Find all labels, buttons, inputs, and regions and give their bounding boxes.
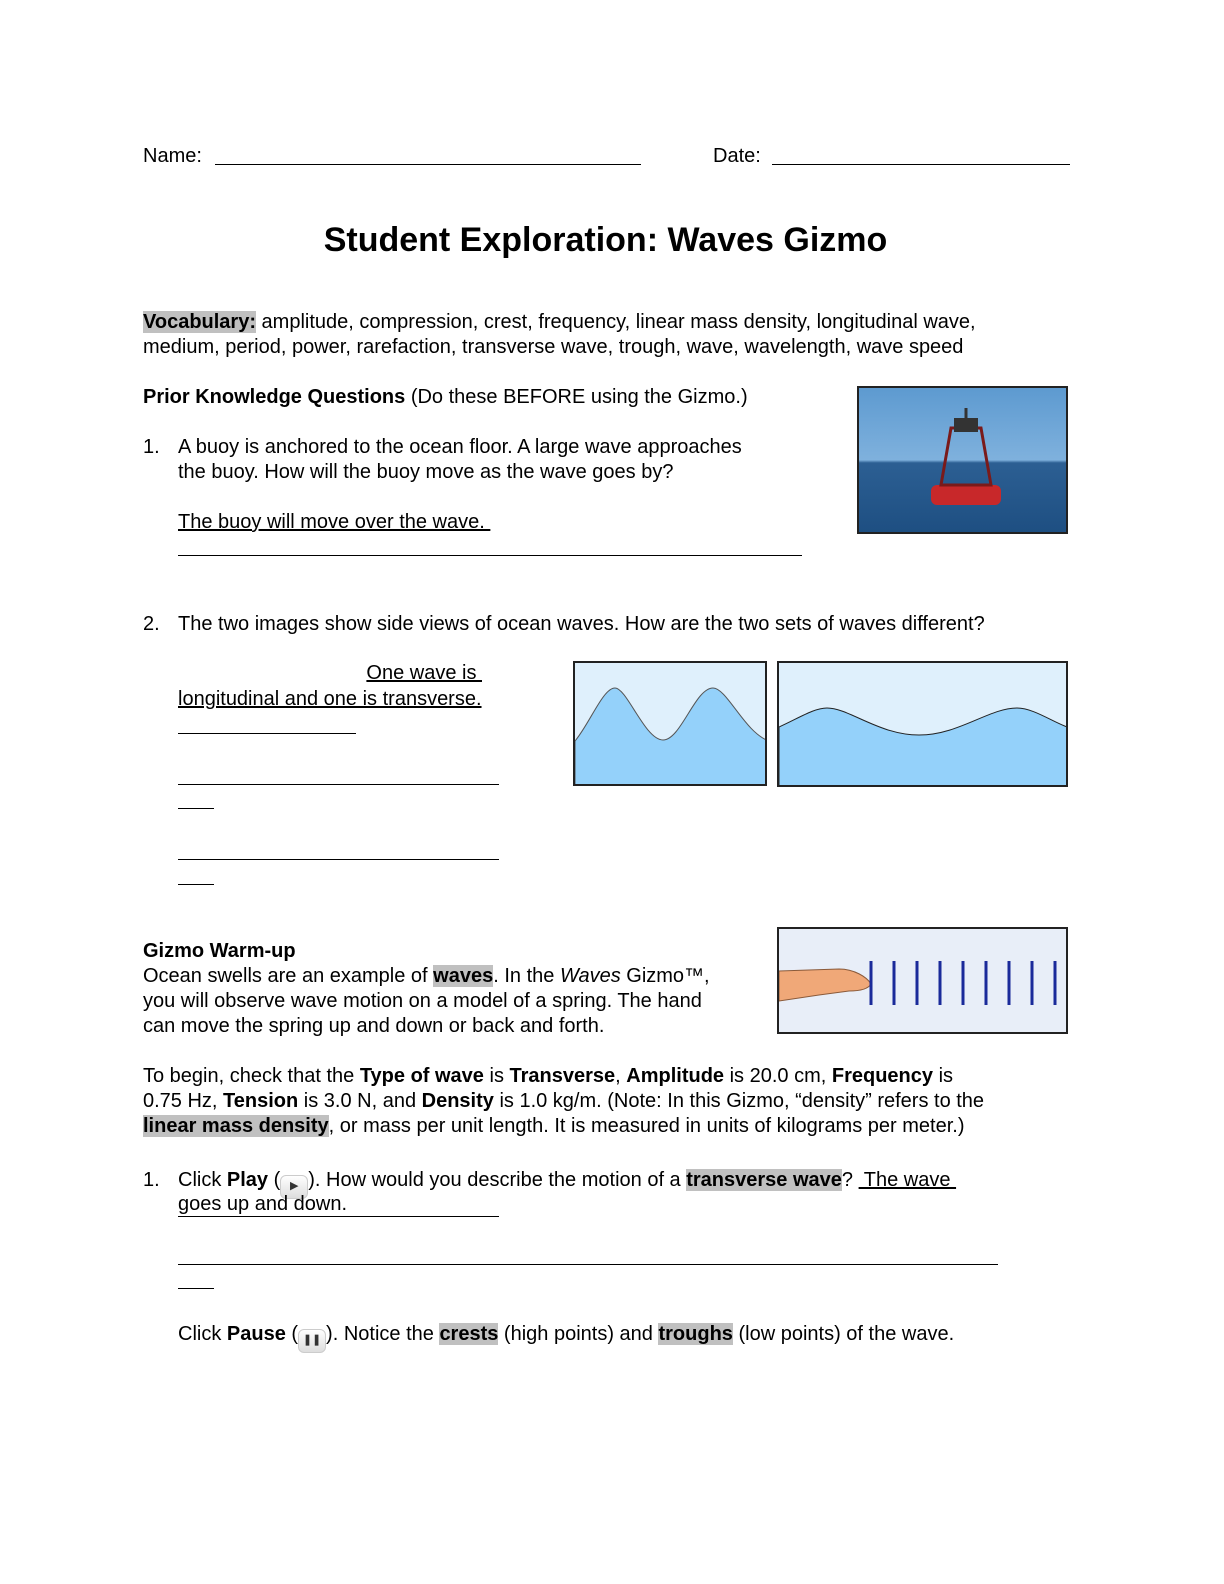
warmup-heading: Gizmo Warm-up (143, 940, 296, 962)
spring-gizmo-image (777, 927, 1068, 1034)
pause-icon: ❚❚ (298, 1329, 327, 1353)
vocabulary-label: Vocabulary: (143, 311, 256, 333)
q2-text: The two images show side views of ocean … (178, 613, 985, 635)
vocabulary-line1: Vocabulary: amplitude, compression, cres… (143, 310, 976, 335)
text: ? (841, 1169, 859, 1191)
warmup-line1: Ocean swells are an example of waves. In… (143, 964, 710, 989)
setup-line1: To begin, check that the Type of wave is… (143, 1064, 953, 1089)
q1-line1: A buoy is anchored to the ocean floor. A… (178, 436, 742, 458)
term-linear-mass-density: linear mass density (143, 1115, 329, 1137)
date-label: Date: (713, 145, 761, 167)
text: Type of wave (359, 1065, 484, 1087)
hand-spring-graphic (779, 961, 1057, 1005)
text: . In the (493, 965, 560, 987)
vocabulary-line2: medium, period, power, rarefaction, tran… (143, 336, 964, 358)
text: Play (226, 1169, 269, 1191)
answer-text[interactable]: The wave (858, 1169, 957, 1191)
text: Amplitude (626, 1065, 725, 1087)
prior-heading: Prior Knowledge Questions (Do these BEFO… (143, 385, 748, 410)
text: , or mass per unit length. It is measure… (328, 1115, 965, 1137)
buoy-photo (857, 386, 1068, 534)
date-field[interactable] (772, 164, 1070, 165)
q1-answer[interactable]: The buoy will move over the wave. (178, 511, 491, 533)
answer-line[interactable] (178, 1264, 998, 1265)
q1-number: 1. (143, 436, 160, 458)
prior-note: (Do these BEFORE using the Gizmo.) (405, 386, 748, 408)
text: is 20.0 cm, (724, 1065, 832, 1087)
term-transverse-wave: transverse wave (686, 1169, 842, 1191)
low-wave-graphic (779, 707, 1066, 785)
text: Transverse (509, 1065, 616, 1087)
term-waves: waves (433, 965, 494, 987)
answer-line[interactable] (178, 733, 356, 734)
play-icon: ▶ (280, 1175, 309, 1199)
text: Density (421, 1090, 494, 1112)
page-title: Student Exploration: Waves Gizmo (323, 221, 888, 259)
answer-line[interactable] (178, 808, 214, 809)
tall-waves-image (573, 661, 767, 786)
answer-line[interactable] (178, 884, 214, 885)
q2-answer-line1[interactable]: One wave is (366, 662, 482, 684)
text: Gizmo™, (620, 965, 710, 987)
answer-line[interactable] (178, 784, 499, 785)
q2-answer-line2[interactable]: longitudinal and one is transverse. (178, 688, 482, 710)
vocabulary-terms: amplitude, compression, crest, frequency… (256, 311, 976, 333)
term-crests: crests (439, 1323, 499, 1345)
q1-line2: the buoy. How will the buoy move as the … (178, 461, 674, 483)
pause-instruction: Click Pause (❚❚). Notice the crests (hig… (178, 1322, 954, 1353)
warmup-line2: you will observe wave motion on a model … (143, 990, 702, 1012)
low-waves-image (777, 661, 1068, 787)
setup-line2: 0.75 Hz, Tension is 3.0 N, and Density i… (143, 1089, 984, 1114)
setup-line3: linear mass density, or mass per unit le… (143, 1114, 964, 1139)
prior-title: Prior Knowledge Questions (143, 386, 406, 408)
text: is (933, 1065, 954, 1087)
buoy-icon (931, 408, 1001, 505)
term-troughs: troughs (658, 1323, 733, 1345)
text: is 3.0 N, and (298, 1090, 422, 1112)
name-label: Name: (143, 145, 202, 167)
text: Click (178, 1169, 227, 1191)
text: Frequency (831, 1065, 934, 1087)
gizmo-name: Waves (559, 965, 621, 987)
text: (high points) and (498, 1323, 659, 1345)
warmup-q1-answer-line2[interactable]: goes up and down. (178, 1193, 499, 1217)
text: Pause (226, 1323, 286, 1345)
text: Tension (223, 1090, 299, 1112)
tall-wave-graphic (575, 687, 765, 784)
answer-line[interactable] (178, 555, 802, 556)
text: (low points) of the wave. (732, 1323, 955, 1345)
warmup-line3: can move the spring up and down or back … (143, 1015, 605, 1037)
name-field[interactable] (215, 164, 641, 165)
q2-number: 2. (143, 613, 160, 635)
text: ( (268, 1169, 281, 1191)
text: , (615, 1065, 627, 1087)
text: Ocean swells are an example of (143, 965, 434, 987)
text: ( (285, 1323, 299, 1345)
text: is (483, 1065, 510, 1087)
text: 0.75 Hz, (143, 1090, 224, 1112)
answer-line[interactable] (178, 1288, 214, 1289)
text: Click (178, 1323, 227, 1345)
warmup-q1-text: Click Play (▶). How would you describe t… (178, 1168, 956, 1199)
warmup-q1-number: 1. (143, 1169, 160, 1191)
text: ). Notice the (326, 1323, 440, 1345)
text: is 1.0 kg/m. (Note: In this Gizmo, “dens… (493, 1090, 985, 1112)
text: To begin, check that the (143, 1065, 360, 1087)
answer-line[interactable] (178, 859, 499, 860)
text: ). How would you describe the motion of … (308, 1169, 687, 1191)
